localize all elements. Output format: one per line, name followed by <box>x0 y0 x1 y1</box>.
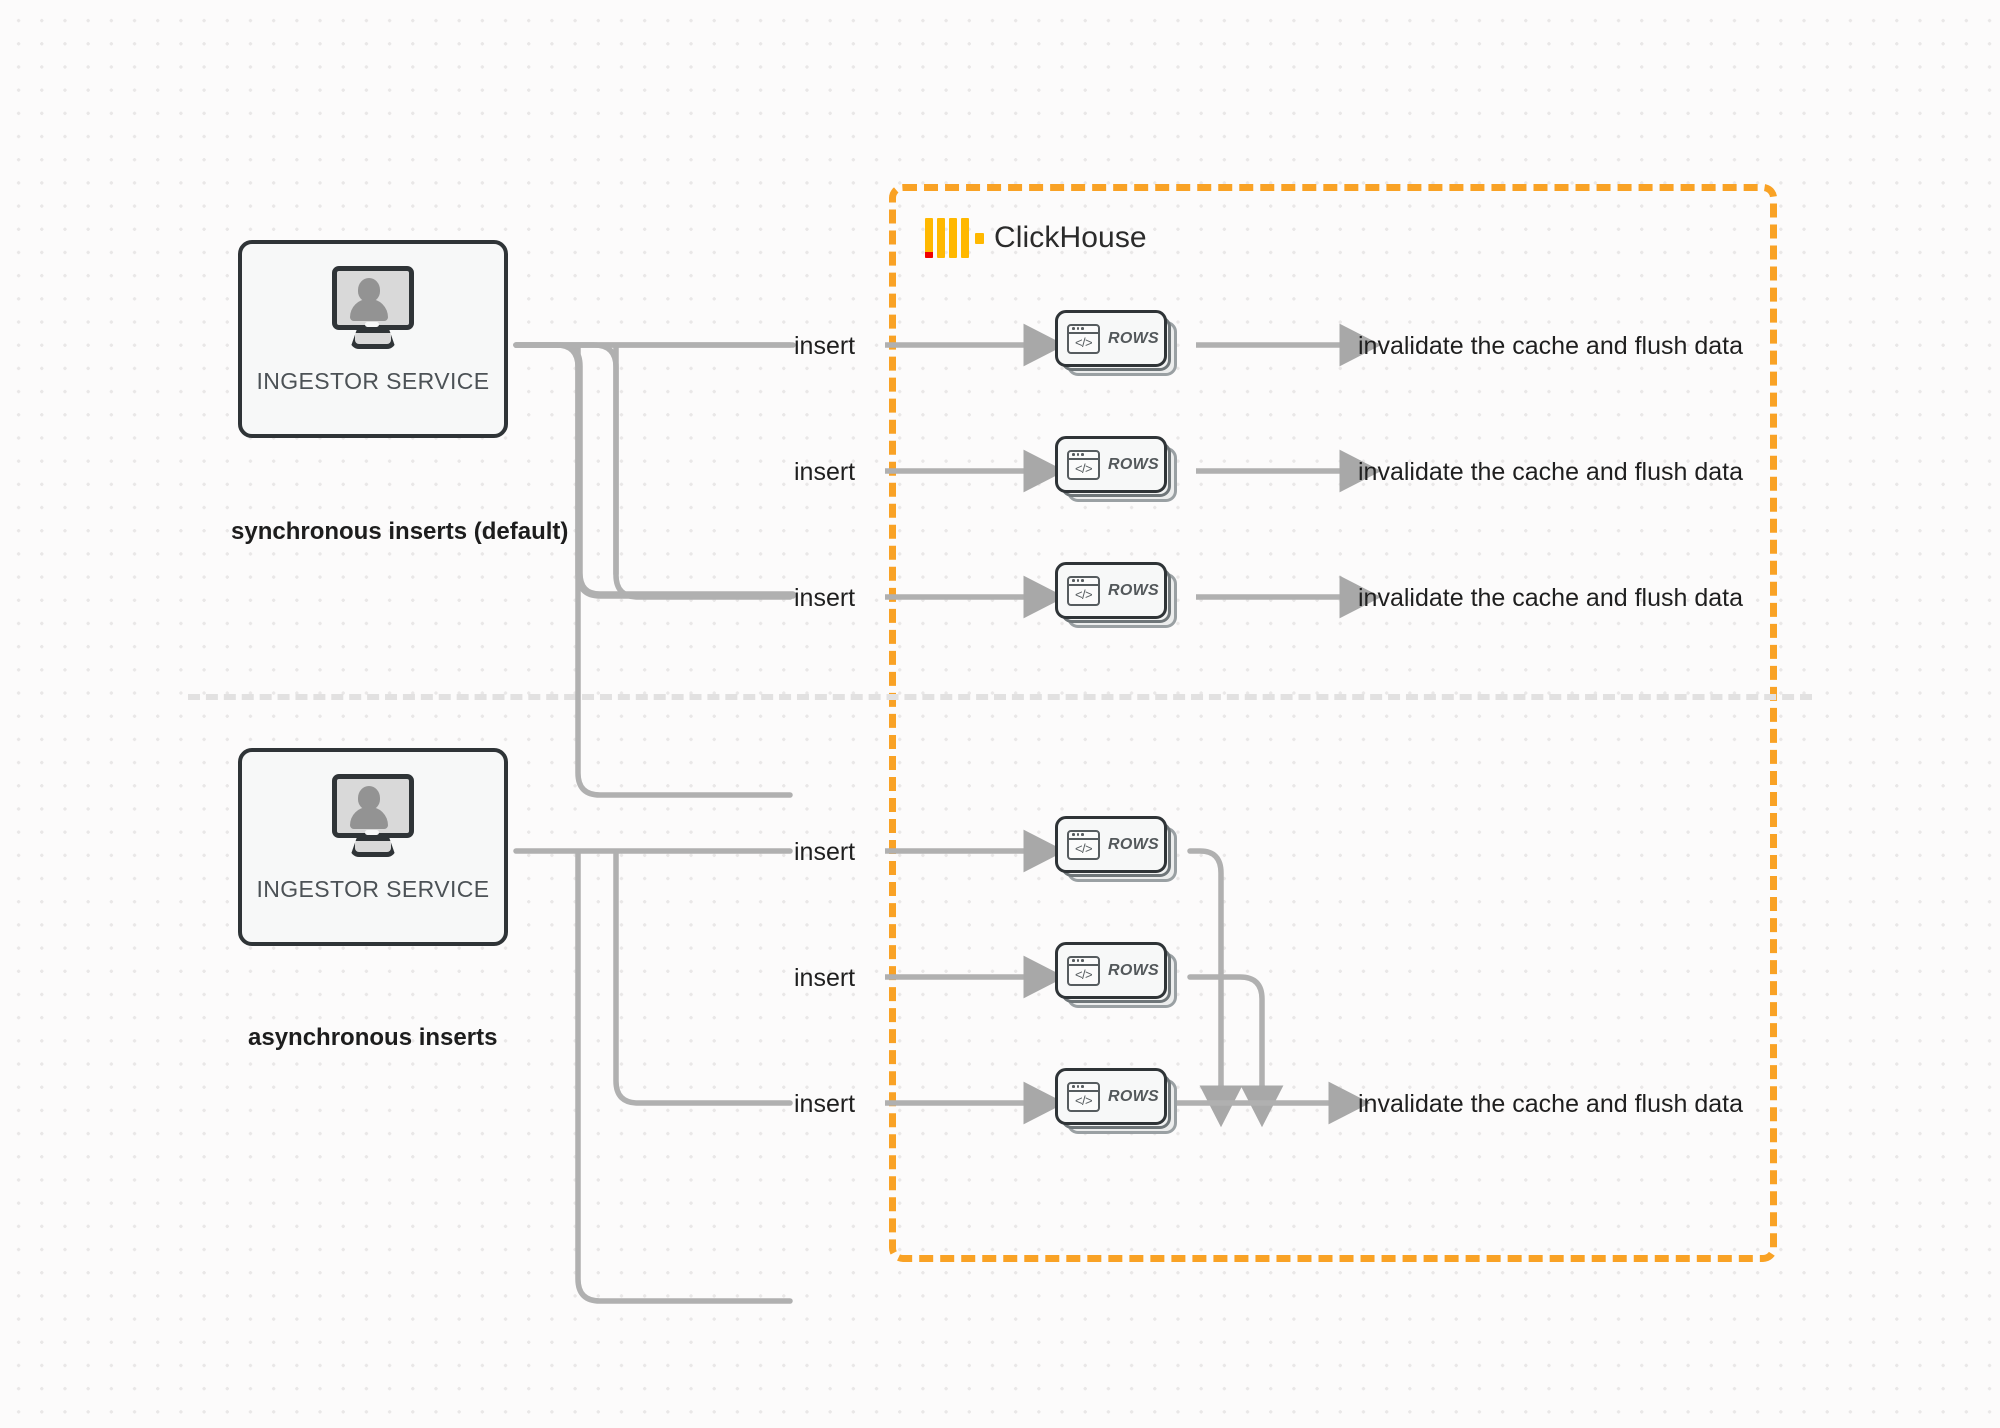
code-window-icon: </> <box>1067 323 1100 354</box>
rows-label: ROWS <box>1108 961 1159 979</box>
code-window-icon: </> <box>1067 1081 1100 1112</box>
monitor-user-icon <box>327 266 419 350</box>
clickhouse-brand: ClickHouse <box>925 218 1147 258</box>
ingestor-service-label: INGESTOR SERVICE <box>256 876 490 902</box>
insert-label-sync-2: insert <box>794 458 856 486</box>
insert-label-sync-3: insert <box>794 584 856 612</box>
rows-card-sync-1[interactable]: </> ROWS <box>1055 310 1179 376</box>
rows-card-sync-3[interactable]: </> ROWS <box>1055 562 1179 628</box>
rows-label: ROWS <box>1108 581 1159 599</box>
result-label-async-merged: invalidate the cache and flush data <box>1358 1090 1743 1118</box>
clickhouse-boundary <box>889 184 1777 1262</box>
rows-label: ROWS <box>1108 329 1159 347</box>
ingestor-service-label: INGESTOR SERVICE <box>256 368 490 394</box>
rows-card-async-2[interactable]: </> ROWS <box>1055 942 1179 1008</box>
code-window-icon: </> <box>1067 829 1100 860</box>
code-window-icon: </> <box>1067 449 1100 480</box>
mode-label-synchronous: synchronous inserts (default) <box>231 518 569 545</box>
rows-label: ROWS <box>1108 835 1159 853</box>
insert-label-sync-1: insert <box>794 332 856 360</box>
rows-card-async-3[interactable]: </> ROWS <box>1055 1068 1179 1134</box>
rows-card-sync-2[interactable]: </> ROWS <box>1055 436 1179 502</box>
clickhouse-logo-icon <box>925 218 984 258</box>
section-divider <box>188 694 1812 700</box>
code-window-icon: </> <box>1067 955 1100 986</box>
ingestor-service-sync[interactable]: INGESTOR SERVICE <box>238 240 508 438</box>
insert-label-async-1: insert <box>794 838 856 866</box>
rows-label: ROWS <box>1108 455 1159 473</box>
ingestor-service-async[interactable]: INGESTOR SERVICE <box>238 748 508 946</box>
mode-label-asynchronous: asynchronous inserts <box>248 1024 498 1051</box>
result-label-sync-3: invalidate the cache and flush data <box>1358 584 1743 612</box>
monitor-user-icon <box>327 774 419 858</box>
rows-label: ROWS <box>1108 1087 1159 1105</box>
code-window-icon: </> <box>1067 575 1100 606</box>
result-label-sync-1: invalidate the cache and flush data <box>1358 332 1743 360</box>
insert-label-async-3: insert <box>794 1090 856 1118</box>
insert-label-async-2: insert <box>794 964 856 992</box>
clickhouse-title: ClickHouse <box>994 221 1147 254</box>
rows-card-async-1[interactable]: </> ROWS <box>1055 816 1179 882</box>
result-label-sync-2: invalidate the cache and flush data <box>1358 458 1743 486</box>
